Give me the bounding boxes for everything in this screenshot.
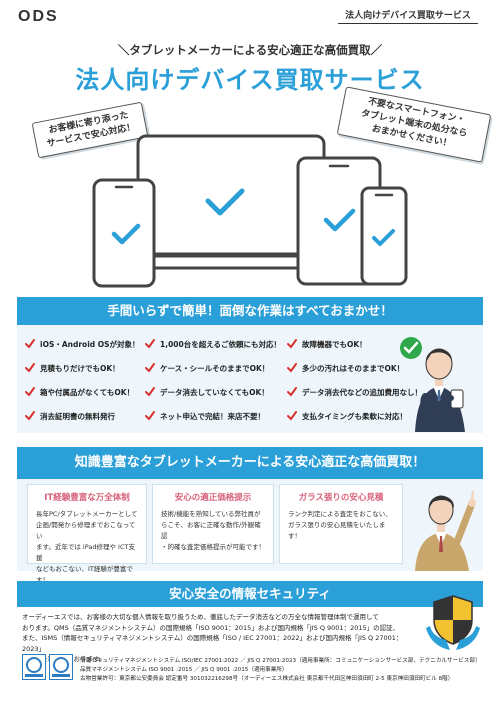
businessman-illustration [400, 337, 465, 432]
feature-item: 1,000台を超えるご依頼にも対応！ [145, 332, 287, 356]
feature-card: IT経験豊富な万全体制 長年PC/タブレットメーカーとして 企画/開発から修理ま… [27, 484, 147, 584]
feature-item: ネット申込で完結！来店不要！ [145, 404, 287, 428]
card-line: 技術/機能を熟知している弊社員が [161, 510, 261, 518]
cert-line: 情報セキュリティマネジメントシステム ISO/IEC 27001:2022 ／ … [80, 658, 481, 664]
feature-label: 消去証明書の無料発行 [40, 411, 115, 421]
section2-heading: 知識豊富なタブレットメーカーによる安心適正な高価買取！ [17, 447, 483, 479]
check-icon [287, 387, 297, 397]
document-label: 法人向けデバイス買取サービス [338, 8, 478, 24]
card-body: 技術/機能を熟知している弊社員が らこそ、お客に正確な動作/外観確認 ・的確な査… [161, 509, 267, 553]
feature-item: 多少の汚れはそのままでOK！ [287, 356, 425, 380]
feature-list: iOS・Android OSが対象！ 1,000台を超えるご依頼にも対応！ 故障… [25, 332, 425, 428]
feature-label: 故障機器でもOK！ [302, 339, 367, 349]
security-line: また、ISMS（情報セキュリティマネジメントシステム）の国際規格「ISO / I… [22, 634, 403, 653]
feature-label: データ消去代などの追加費用なし！ [302, 387, 422, 397]
card-line: ガラス張りの安心見積をいたします！ [288, 521, 386, 540]
smartphone-icon [360, 186, 408, 286]
feature-label: 1,000台を超えるご依頼にも対応！ [160, 339, 281, 349]
card-line: ます。近年では iPad修理や ICT支援 [36, 543, 135, 562]
hero-title: 法人向けデバイス買取サービス [75, 66, 425, 94]
feature-item: 支払タイミングも柔軟に対応！ [287, 404, 425, 428]
check-icon [287, 339, 297, 349]
feature-item: データ消去していなくてもOK！ [145, 380, 287, 404]
feature-label: 多少の汚れはそのままでOK！ [302, 363, 405, 373]
security-line: おります。QMS（品質マネジメントシステム）の国際規格「ISO 9001：201… [22, 623, 400, 632]
check-icon [145, 387, 155, 397]
card-body: 長年PC/タブレットメーカーとして 企画/開発から修理までおこなってい ます。近… [36, 509, 140, 586]
check-icon [25, 339, 35, 349]
feature-card: ガラス張りの安心見積 ランク判定による査定をおこない、 ガラス張りの安心見積をい… [279, 484, 403, 564]
card-line: などもおこない、IT経験が豊富です！ [36, 565, 133, 584]
feature-item: 故障機器でもOK！ [287, 332, 425, 356]
feature-label: ケース・シールそのままでOK！ [160, 363, 270, 373]
feature-label: ネット申込で完結！来店不要！ [160, 411, 265, 421]
card-title: ガラス張りの安心見積 [298, 493, 384, 503]
section1-heading: 手間いらずで簡単！面倒な作業はすべておまかせ！ [17, 297, 483, 325]
feature-label: 箱や付属品がなくてもOK！ [40, 387, 135, 397]
check-icon [25, 411, 35, 421]
shield-hands-icon [426, 595, 480, 650]
iso-badge-icon [49, 654, 73, 680]
card-line: ・的確な査定価格提示が可能です！ [161, 543, 265, 551]
feature-item: 箱や付属品がなくてもOK！ [25, 380, 145, 404]
certification-badges [22, 654, 74, 680]
devices-illustration [92, 134, 408, 288]
feature-label: データ消去していなくてもOK！ [160, 387, 269, 397]
feature-card: 安心の適正価格提示 技術/機能を熟知している弊社員が らこそ、お客に正確な動作/… [152, 484, 274, 564]
feature-item: データ消去代などの追加費用なし！ [287, 380, 425, 404]
check-icon [25, 363, 35, 373]
card-title: IT経験豊富な万全体制 [44, 493, 130, 503]
check-icon [145, 363, 155, 373]
check-icon [25, 387, 35, 397]
card-line: 長年PC/タブレットメーカーとして [36, 510, 138, 518]
check-icon [145, 339, 155, 349]
section3-heading: 安心安全の情報セキュリティ [17, 581, 483, 607]
feature-item: 消去証明書の無料発行 [25, 404, 145, 428]
certification-info: 情報セキュリティマネジメントシステム ISO/IEC 27001:2022 ／ … [80, 657, 490, 684]
feature-label: iOS・Android OSが対象！ [40, 339, 140, 349]
card-line: らこそ、お客に正確な動作/外観確認 [161, 521, 261, 540]
card-line: 企画/開発から修理までおこなってい [36, 521, 136, 540]
feature-item: iOS・Android OSが対象！ [25, 332, 145, 356]
ods-logo: ODS [18, 8, 59, 25]
cert-line: 古物営業許可：東京都公安委員会 認定番号 301032216298号（オーディー… [80, 676, 454, 682]
check-icon [287, 411, 297, 421]
hero-subtitle: ＼タブレットメーカーによる安心適正な高価買取／ [117, 43, 383, 57]
check-icon [287, 363, 297, 373]
card-body: ランク判定による査定をおこない、 ガラス張りの安心見積をいたします！ [288, 509, 396, 542]
smartphone-icon [92, 178, 156, 288]
pointing-man-illustration [415, 490, 476, 571]
card-line: ランク判定による査定をおこない、 [288, 510, 392, 518]
security-line: オーディーエスでは、お客様の大切な個人情報を取り扱うため、徹底したデータ消去など… [22, 613, 379, 621]
cert-line: 品質マネジメントシステム ISO 9001 :2015 ／ JIS Q 9001… [80, 667, 288, 673]
feature-label: 見積もりだけでもOK！ [40, 363, 120, 373]
feature-item: ケース・シールそのままでOK！ [145, 356, 287, 380]
iso-badge-icon [22, 654, 46, 680]
check-icon [145, 411, 155, 421]
feature-label: 支払タイミングも柔軟に対応！ [302, 411, 407, 421]
card-title: 安心の適正価格提示 [174, 493, 252, 503]
feature-item: 見積もりだけでもOK！ [25, 356, 145, 380]
